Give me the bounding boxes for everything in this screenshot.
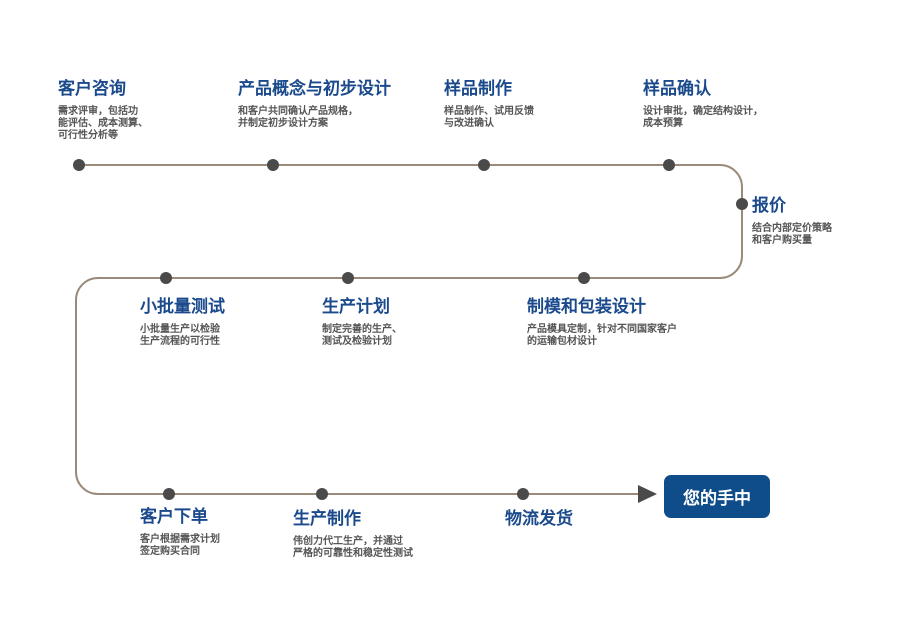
final-destination-button[interactable]: 您的手中 — [664, 475, 770, 518]
step-description: 制定完善的生产、 测试及检验计划 — [322, 324, 402, 347]
step-mold-packaging-design: 制模和包装设计 产品模具定制，针对不同国家客户 的运输包材设计 — [527, 296, 677, 348]
flow-node-dot — [342, 272, 354, 284]
step-title: 生产计划 — [322, 297, 390, 317]
step-title: 小批量测试 — [140, 297, 225, 317]
step-production-plan: 生产计划 制定完善的生产、 测试及检验计划 — [322, 296, 402, 348]
step-description: 伟创力代工生产，并通过 严格的可靠性和稳定性测试 — [293, 536, 413, 559]
flow-node-dot — [578, 272, 590, 284]
flow-node-dot — [478, 159, 490, 171]
step-description: 设计审批，确定结构设计， 成本预算 — [643, 106, 763, 129]
step-title: 生产制作 — [293, 509, 361, 529]
flow-node-dot — [517, 488, 529, 500]
flow-node-dot — [163, 488, 175, 500]
step-description: 客户根据需求计划 签定购买合同 — [140, 534, 220, 557]
flow-path — [75, 164, 743, 495]
step-logistics-shipping: 物流发货 — [505, 508, 573, 530]
step-title: 客户咨询 — [58, 79, 126, 99]
step-description: 结合内部定价策略 和客户购买量 — [752, 223, 832, 246]
step-title: 物流发货 — [505, 509, 573, 529]
step-sample-making: 样品制作 样品制作、试用反馈 与改进确认 — [444, 78, 534, 130]
step-description: 小批量生产以检验 生产流程的可行性 — [140, 324, 220, 347]
flow-node-dot — [736, 198, 748, 210]
step-title: 制模和包装设计 — [527, 297, 646, 317]
flow-node-dot — [160, 272, 172, 284]
step-product-concept: 产品概念与初步设计 和客户共同确认产品规格， 并制定初步设计方案 — [238, 78, 391, 130]
step-title: 样品制作 — [444, 79, 512, 99]
step-description: 和客户共同确认产品规格， 并制定初步设计方案 — [238, 106, 358, 129]
step-title: 客户下单 — [140, 507, 208, 527]
step-small-batch-test: 小批量测试 小批量生产以检验 生产流程的可行性 — [140, 296, 225, 348]
step-customer-order: 客户下单 客户根据需求计划 签定购买合同 — [140, 506, 220, 558]
step-description: 需求评审，包括功 能评估、成本测算、 可行性分析等 — [58, 106, 148, 141]
step-description: 样品制作、试用反馈 与改进确认 — [444, 106, 534, 129]
flow-node-dot — [663, 159, 675, 171]
step-sample-confirmation: 样品确认 设计审批，确定结构设计， 成本预算 — [643, 78, 763, 130]
step-title: 产品概念与初步设计 — [238, 79, 391, 99]
flow-node-dot — [267, 159, 279, 171]
step-title: 样品确认 — [643, 79, 711, 99]
arrow-head — [638, 485, 657, 503]
flow-node-dot — [73, 159, 85, 171]
step-title: 报价 — [752, 196, 786, 216]
flow-node-dot — [316, 488, 328, 500]
step-customer-consultation: 客户咨询 需求评审，包括功 能评估、成本测算、 可行性分析等 — [58, 78, 148, 142]
step-production: 生产制作 伟创力代工生产，并通过 严格的可靠性和稳定性测试 — [293, 508, 413, 560]
flow-nodes — [73, 159, 748, 500]
step-description: 产品模具定制，针对不同国家客户 的运输包材设计 — [527, 324, 677, 347]
step-quotation: 报价 结合内部定价策略 和客户购买量 — [752, 195, 832, 247]
